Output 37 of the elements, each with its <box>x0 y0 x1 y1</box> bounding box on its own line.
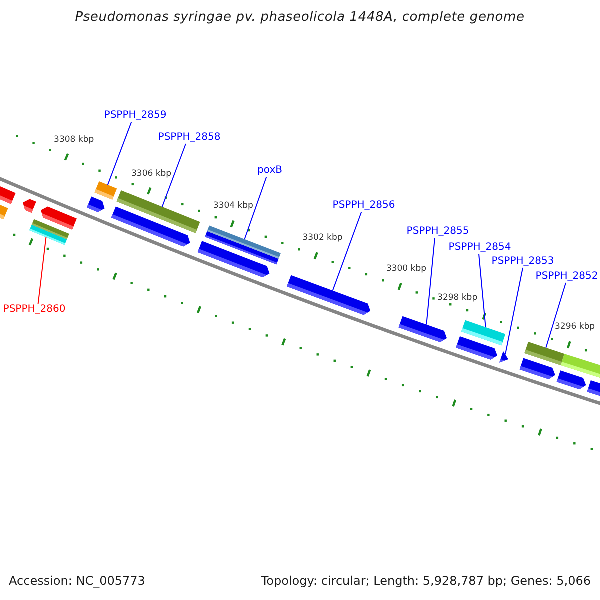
leader-line <box>244 176 268 240</box>
leader-line <box>504 268 524 356</box>
gene-bar <box>207 226 281 259</box>
scale-label: 3308 kbp <box>54 134 94 145</box>
scale-label: 3302 kbp <box>302 233 343 244</box>
leader-line <box>162 144 186 208</box>
gene-bar <box>30 224 68 246</box>
gene-label: PSPPH_2856 <box>332 200 396 212</box>
gene-label: PSPPH_2859 <box>104 110 167 122</box>
gene-label: PSPPH_2855 <box>406 226 470 238</box>
leader-line <box>107 122 132 186</box>
map-title: Pseudomonas syringae pv. phaseolicola 1448A, complete genome <box>75 10 525 26</box>
gene-block <box>398 316 448 342</box>
leader-line <box>426 238 436 326</box>
leader-line <box>546 282 566 348</box>
scale-label: 3304 kbp <box>213 201 254 212</box>
gene-bar <box>94 182 118 200</box>
gene-label: PSPPH_2853 <box>492 256 554 268</box>
gene-bar <box>116 190 200 234</box>
scale-label: 3298 kbp <box>438 293 478 304</box>
scale-label: 3296 kbp <box>555 322 596 332</box>
scale-label: 3300 kbp <box>386 264 426 274</box>
gene-label: PSPPH_2860 <box>3 304 66 316</box>
gene-triangle <box>500 351 509 363</box>
gene-bar <box>462 320 506 346</box>
leader-line <box>332 212 362 292</box>
accession-label: Accession: NC_005773 <box>9 574 146 588</box>
genome-stats-label: Topology: circular; Length: 5,928,787 bp; Genes: 5,066 <box>261 574 591 588</box>
leader-line <box>38 236 47 304</box>
leader-line <box>478 254 486 328</box>
gene-block <box>287 275 371 316</box>
gene-label: PSPPH_2854 <box>448 242 512 254</box>
scale-label: 3306 kbp <box>132 168 172 179</box>
gene-label: poxB <box>258 165 282 177</box>
gene-bar <box>524 342 565 366</box>
gene-label: PSPPH_2858 <box>158 132 221 144</box>
gene-label: PSPPH_2852 <box>536 271 598 283</box>
